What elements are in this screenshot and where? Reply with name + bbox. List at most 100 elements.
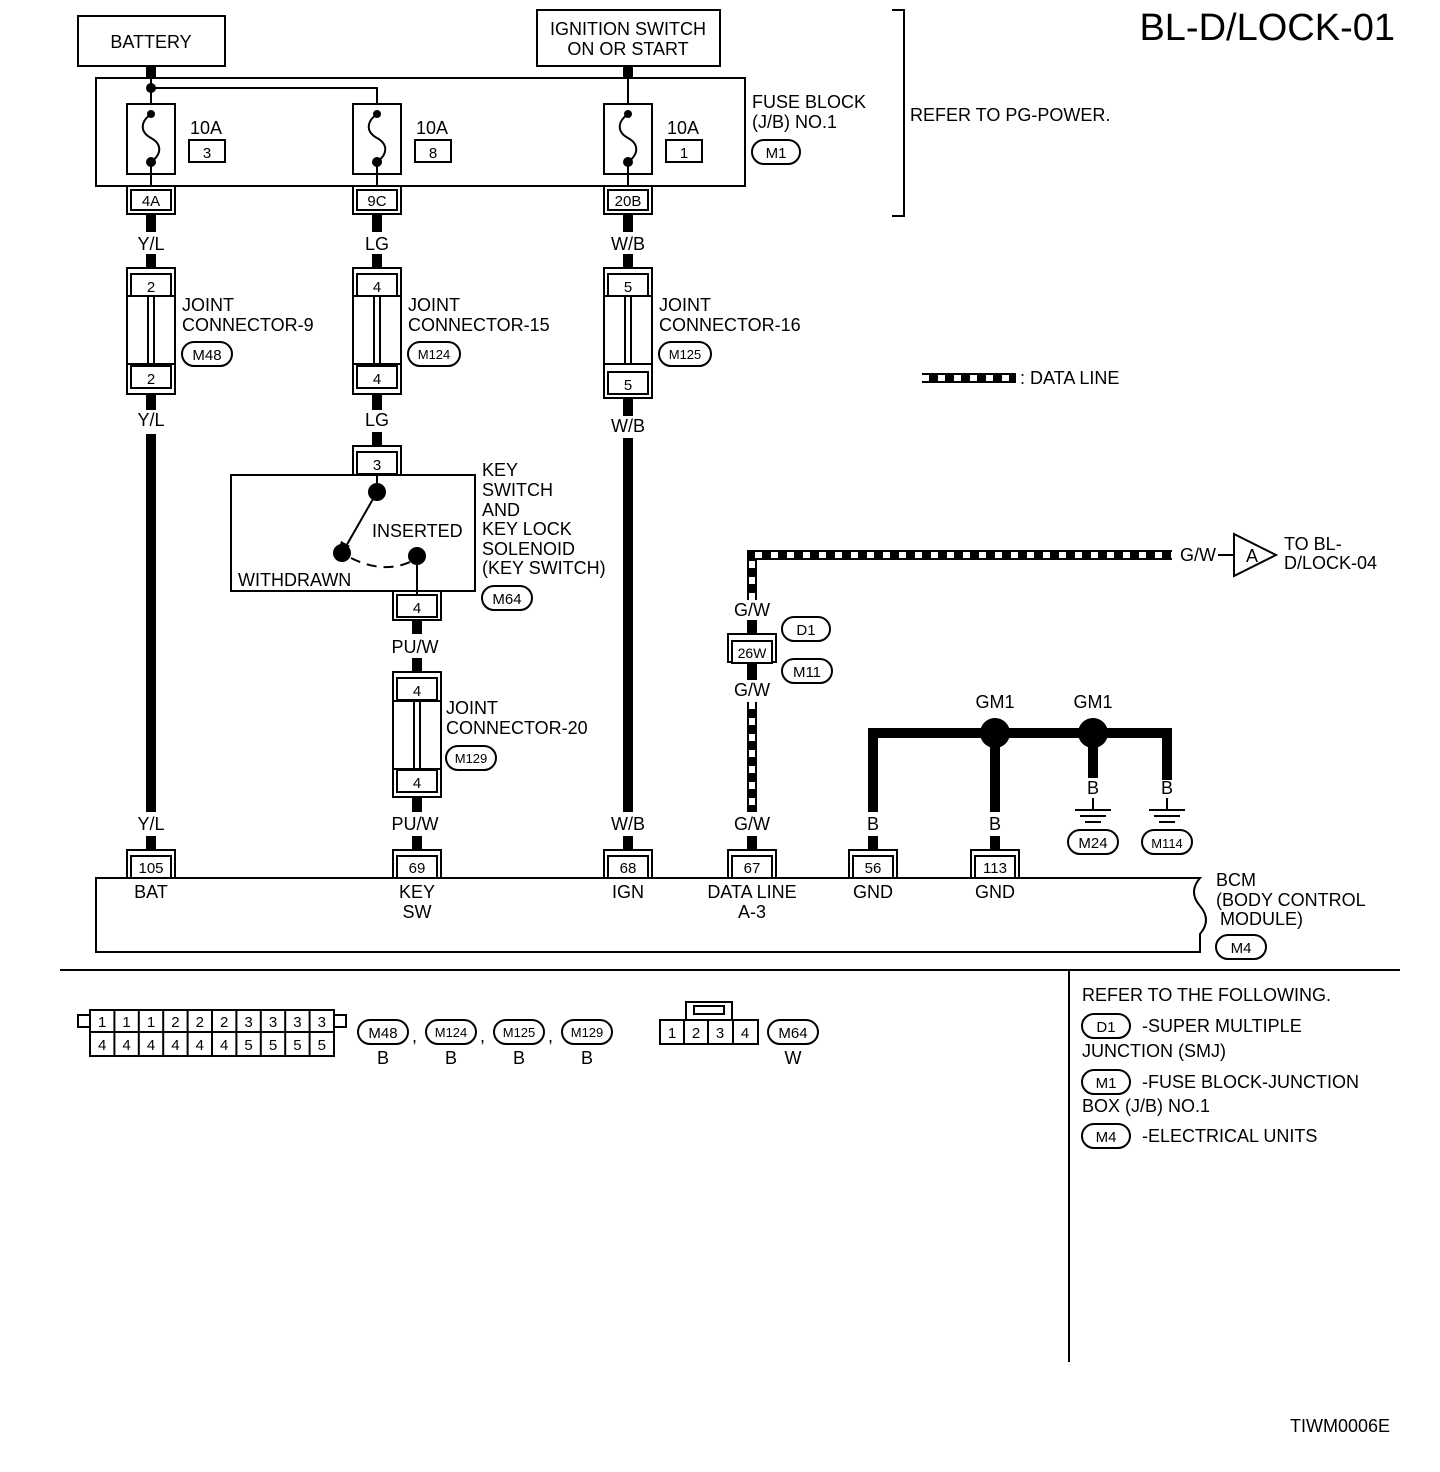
key-face-pin-4: 4 [741,1025,749,1042]
bcm-pin-69-num: 69 [409,860,426,877]
battery-box: BATTERY [77,15,226,67]
joint-face-pin-bottom-2: 4 [122,1037,130,1054]
joint-face-pin-top-2: 1 [122,1014,130,1031]
wire-color-b-m114: B [1161,778,1173,798]
face-id-m48: M48 [368,1025,397,1042]
fuse-block-connector-id: M1 [766,145,787,162]
data-line-to-line1: TO BL- [1284,534,1342,554]
face-id-m129: M129 [571,1025,604,1040]
key-switch: 3 INSERTED WITHDRAWN 4 KEY SWITCH AND KE… [230,445,606,621]
power-bracket [892,9,905,217]
key-switch-label-5: SOLENOID [482,539,575,559]
jc16-label-line2: CONNECTOR-16 [659,315,801,335]
bcm-connector-id: M4 [1231,940,1252,957]
key-switch-label-2: SWITCH [482,480,553,500]
jc9-label-line1: JOINT [182,295,234,315]
key-face-pin-1: 1 [668,1025,676,1042]
joint-connector-9: 2 2 JOINT CONNECTOR-9 M48 [126,267,314,395]
wire-color-wb-bottom: W/B [611,814,645,834]
jc20-label-line2: CONNECTOR-20 [446,718,588,738]
m114-label: M114 [1151,836,1183,851]
key-switch-connector-id: M64 [492,591,521,608]
fuse-8-number: 8 [429,145,437,162]
fuse-1-rating: 10A [667,118,699,138]
bcm-pin-67-num: 67 [744,860,761,877]
joint-face-pin-top-1: 1 [98,1014,106,1031]
ignition-label-line2: ON OR START [567,39,688,59]
joint-face-pin-top-10: 3 [318,1014,326,1031]
key-switch-terminal-in: 3 [373,457,381,474]
fuse-block-name-line2: (J/B) NO.1 [752,112,837,132]
terminal-9c: 9C [352,186,402,215]
ground-network: GM1 GM1 B B B B M24 M114 [867,692,1193,855]
jc20-bottom-terminal: 4 [413,775,421,792]
fuse-8: 10A 8 [352,103,452,186]
data-line-legend: : DATA LINE [922,368,1119,388]
fuse-8-rating: 10A [416,118,448,138]
refer-item-m1-id: M1 [1096,1075,1117,1092]
face-id-m125: M125 [503,1025,536,1040]
wire-color-b-56: B [867,814,879,834]
bcm-pin-113: 113 GND [970,849,1020,902]
key-face-id: M64 [778,1025,807,1042]
jc16-label-line1: JOINT [659,295,711,315]
wire-color-gw-right: G/W [1180,545,1216,565]
key-switch-inserted-label: INSERTED [372,521,463,541]
jc15-top-terminal: 4 [373,279,381,296]
diagram-title: BL-D/LOCK-01 [1139,7,1395,49]
battery-label: BATTERY [110,32,191,52]
jc15-bottom-terminal: 4 [373,371,381,388]
wire-color-b-113: B [989,814,1001,834]
wire-color-gw-upper: G/W [734,600,770,620]
fuse-block: 10A 3 10A 8 10A 1 FUSE BLOCK (J/B) [95,77,866,187]
jc9-connector-id: M48 [192,347,221,364]
refer-following: REFER TO THE FOLLOWING. D1 -SUPER MULTIP… [1081,985,1359,1149]
bcm-pin-69: 69 KEY SW [392,849,442,922]
bcm-pin-105-num: 105 [138,860,163,877]
joint-connector-16: 5 5 JOINT CONNECTOR-16 M125 [603,267,801,399]
fuse-3-number: 3 [203,145,211,162]
joint-face-pin-top-8: 3 [269,1014,277,1031]
bcm-pin-68-num: 68 [620,860,637,877]
joint-face-pin-bottom-9: 5 [293,1037,301,1054]
joint-face-pin-bottom-8: 5 [269,1037,277,1054]
joint-connector-ids: M48 , M124 , M125 , M129 B B B B [357,1019,613,1068]
key-switch-withdrawn-label: WITHDRAWN [238,570,351,590]
key-switch-label-4: KEY LOCK [482,519,572,539]
face-color-m124: B [445,1048,457,1068]
key-face-pin-2: 2 [692,1025,700,1042]
key-switch-terminal-out: 4 [413,600,421,617]
jc20-top-terminal: 4 [413,683,421,700]
face-color-m48: B [377,1048,389,1068]
data-line-legend-label: : DATA LINE [1020,368,1119,388]
bcm-pin-67-label1: DATA LINE [707,882,796,902]
wire-color-yl-top: Y/L [137,234,164,254]
refer-item-m1-line2: BOX (J/B) NO.1 [1082,1096,1210,1116]
jc16-bottom-terminal: 5 [624,377,632,394]
jc20-label-line1: JOINT [446,698,498,718]
smj-connector-id: D1 [796,622,815,639]
data-line-to-line2: D/LOCK-04 [1284,553,1377,573]
bcm-pin-113-label: GND [975,882,1015,902]
data-line-gw: G/W A TO BL- D/LOCK-04 G/W 26W D1 M11 G/… [727,532,1377,850]
refer-item-d1-line1: -SUPER MULTIPLE [1142,1016,1302,1036]
figure-id: TIWM0006E [1290,1416,1390,1436]
jc20-connector-id: M129 [455,751,488,766]
jc15-label-line1: JOINT [408,295,460,315]
wire-color-puw-top: PU/W [392,637,439,657]
bcm-pin-68-label: IGN [612,882,644,902]
wire-color-gw-bottom: G/W [734,814,770,834]
jc15-label-line2: CONNECTOR-15 [408,315,550,335]
face-sep-1: , [412,1026,417,1046]
fuse-3-rating: 10A [190,118,222,138]
key-switch-label-6: (KEY SWITCH) [482,558,606,578]
bcm-pin-105: 105 BAT [126,849,176,902]
key-switch-label-3: AND [482,500,520,520]
terminal-4a-label: 4A [142,193,160,210]
key-switch-label-1: KEY [482,460,518,480]
wire-color-wb-top: W/B [611,234,645,254]
terminal-4a: 4A [126,186,176,215]
key-switch-connector-face: 1 2 3 4 M64 W [659,1001,819,1068]
